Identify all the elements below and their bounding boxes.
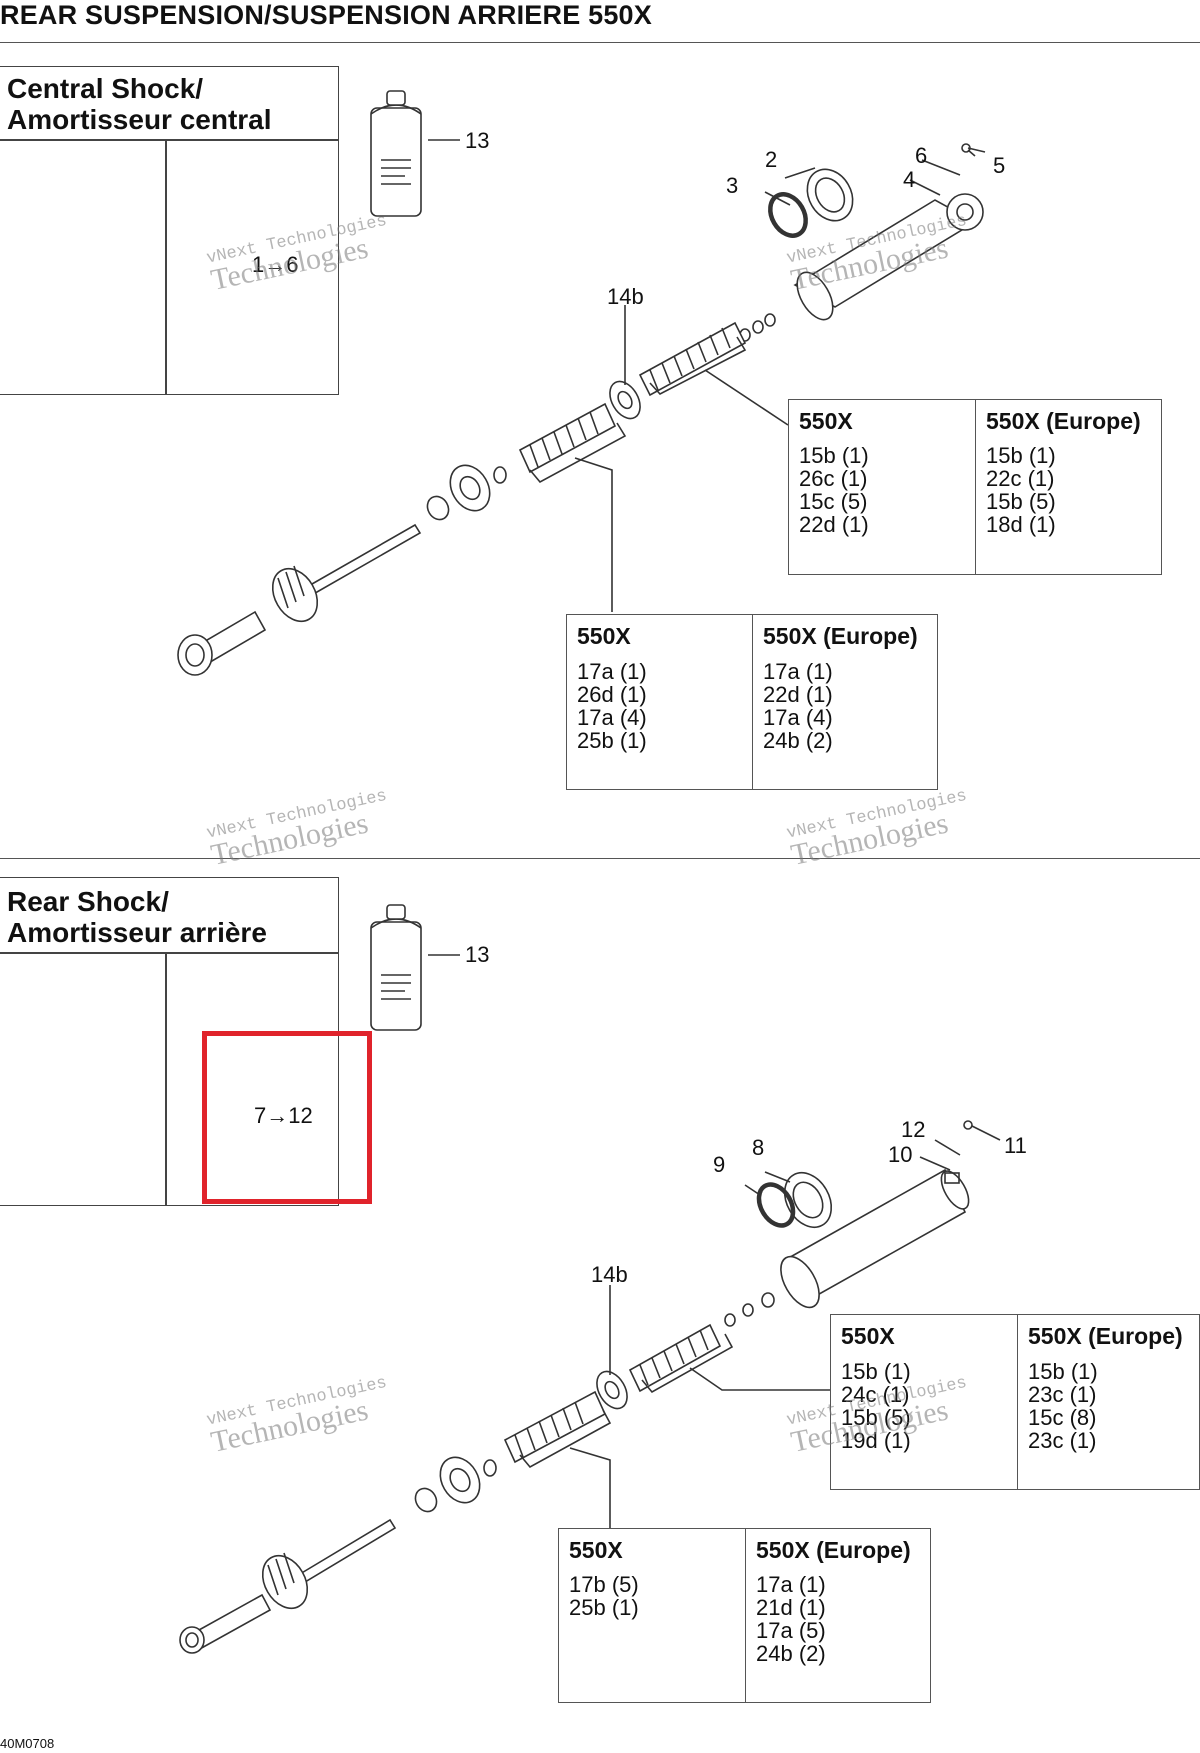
oil-bottle-icon (370, 90, 422, 217)
callout-9: 9 (713, 1152, 726, 1177)
table-item: 19d (1) (841, 1428, 911, 1453)
highlight-box (202, 1031, 372, 1204)
callout-12: 12 (901, 1117, 926, 1142)
table-col-550x-europe: 550X (Europe) 17a (1) 21d (1) 17a (5) 24… (745, 1529, 931, 1702)
table-item: 26c (1) (799, 466, 868, 491)
callout-14b: 14b (591, 1262, 628, 1287)
table-header: 550X (Europe) (986, 408, 1141, 434)
table-header: 550X (569, 1537, 623, 1563)
callout-13: 13 (465, 128, 490, 153)
table-item: 17a (5) (756, 1618, 826, 1643)
rear-parts-table-upper: 550X 15b (1) 24c (1) 15b (5) 19d (1) 550… (830, 1314, 1200, 1490)
rear-title-line1: Rear Shock/ (7, 886, 169, 917)
central-title-line1: Central Shock/ (7, 73, 204, 104)
table-item: 22c (1) (986, 466, 1055, 491)
table-item: 24b (2) (763, 728, 833, 753)
table-item: 15b (1) (799, 443, 869, 468)
central-box-divider (0, 139, 338, 141)
table-item: 24c (1) (841, 1382, 910, 1407)
table-header: 550X (841, 1323, 895, 1349)
central-title-line2: Amortisseur central (7, 104, 272, 135)
table-item: 24b (2) (756, 1641, 826, 1666)
oil-bottle-icon (370, 904, 422, 1031)
central-shock-assembly (177, 143, 984, 676)
central-ref-label: 1→6 (252, 252, 299, 277)
table-item: 22d (1) (799, 512, 869, 537)
rear-title-line2: Amortisseur arrière (7, 917, 267, 948)
table-item: 15b (1) (841, 1359, 911, 1384)
table-col-550x: 550X 15b (1) 24c (1) 15b (5) 19d (1) (831, 1315, 1017, 1489)
table-col-550x-europe: 550X (Europe) 15b (1) 22c (1) 15b (5) 18… (975, 400, 1162, 574)
table-item: 17a (1) (763, 659, 833, 684)
section-divider (0, 858, 1200, 859)
callout-3: 3 (726, 173, 739, 198)
central-shock-box: Central Shock/ Amortisseur central (0, 66, 339, 395)
table-header: 550X (799, 408, 853, 434)
central-box-split (165, 139, 167, 394)
table-header: 550X (Europe) (756, 1537, 911, 1563)
title-rule (0, 42, 1200, 43)
table-item: 22d (1) (763, 682, 833, 707)
callout-11: 11 (1004, 1133, 1027, 1158)
table-col-550x-europe: 550X (Europe) 15b (1) 23c (1) 15c (8) 23… (1017, 1315, 1200, 1489)
table-col-550x-europe: 550X (Europe) 17a (1) 22d (1) 17a (4) 24… (752, 615, 938, 789)
table-item: 23c (1) (1028, 1428, 1097, 1453)
table-item: 17a (1) (577, 659, 647, 684)
callout-6: 6 (915, 143, 928, 168)
table-item: 15c (5) (799, 489, 868, 514)
table-item: 18d (1) (986, 512, 1056, 537)
page-title: REAR SUSPENSION/SUSPENSION ARRIERE 550X (0, 0, 652, 30)
table-header: 550X (Europe) (763, 623, 918, 649)
table-header: 550X (Europe) (1028, 1323, 1183, 1349)
central-parts-table-upper: 550X 15b (1) 26c (1) 15c (5) 22d (1) 550… (788, 399, 1162, 575)
callout-4: 4 (903, 167, 916, 192)
table-item: 25b (1) (569, 1595, 639, 1620)
table-item: 26d (1) (577, 682, 647, 707)
table-item: 17b (5) (569, 1572, 639, 1597)
rear-box-divider (0, 952, 338, 954)
callout-8: 8 (752, 1135, 765, 1160)
table-col-550x: 550X 15b (1) 26c (1) 15c (5) 22d (1) (789, 400, 975, 574)
table-item: 23c (1) (1028, 1382, 1097, 1407)
table-col-550x: 550X 17b (5) 25b (1) (559, 1529, 745, 1702)
rear-shock-assembly (179, 1120, 973, 1654)
table-item: 15b (1) (1028, 1359, 1098, 1384)
rear-ref-label: 7→12 (254, 1103, 313, 1128)
rear-parts-table-lower: 550X 17b (5) 25b (1) 550X (Europe) 17a (… (558, 1528, 931, 1703)
table-item: 15b (1) (986, 443, 1056, 468)
callout-13: 13 (465, 942, 490, 967)
table-col-550x: 550X 17a (1) 26d (1) 17a (4) 25b (1) (567, 615, 752, 789)
table-item: 15c (8) (1028, 1405, 1097, 1430)
callout-2: 2 (765, 147, 778, 172)
table-item: 17a (4) (577, 705, 647, 730)
central-parts-table-lower: 550X 17a (1) 26d (1) 17a (4) 25b (1) 550… (566, 614, 938, 790)
rear-box-split (165, 952, 167, 1205)
table-header: 550X (577, 623, 631, 649)
table-item: 25b (1) (577, 728, 647, 753)
rear-shock-title: Rear Shock/ Amortisseur arrière (7, 886, 267, 948)
central-shock-title: Central Shock/ Amortisseur central (7, 73, 272, 135)
table-item: 15b (5) (986, 489, 1056, 514)
callout-14b: 14b (607, 284, 644, 309)
table-item: 17a (1) (756, 1572, 826, 1597)
table-item: 17a (4) (763, 705, 833, 730)
table-item: 21d (1) (756, 1595, 826, 1620)
callout-5: 5 (993, 153, 1006, 178)
rear-shock-box: Rear Shock/ Amortisseur arrière (0, 877, 339, 1206)
table-item: 15b (5) (841, 1405, 911, 1430)
figure-code: 40M0708 (0, 1736, 55, 1751)
callout-10: 10 (888, 1142, 913, 1167)
